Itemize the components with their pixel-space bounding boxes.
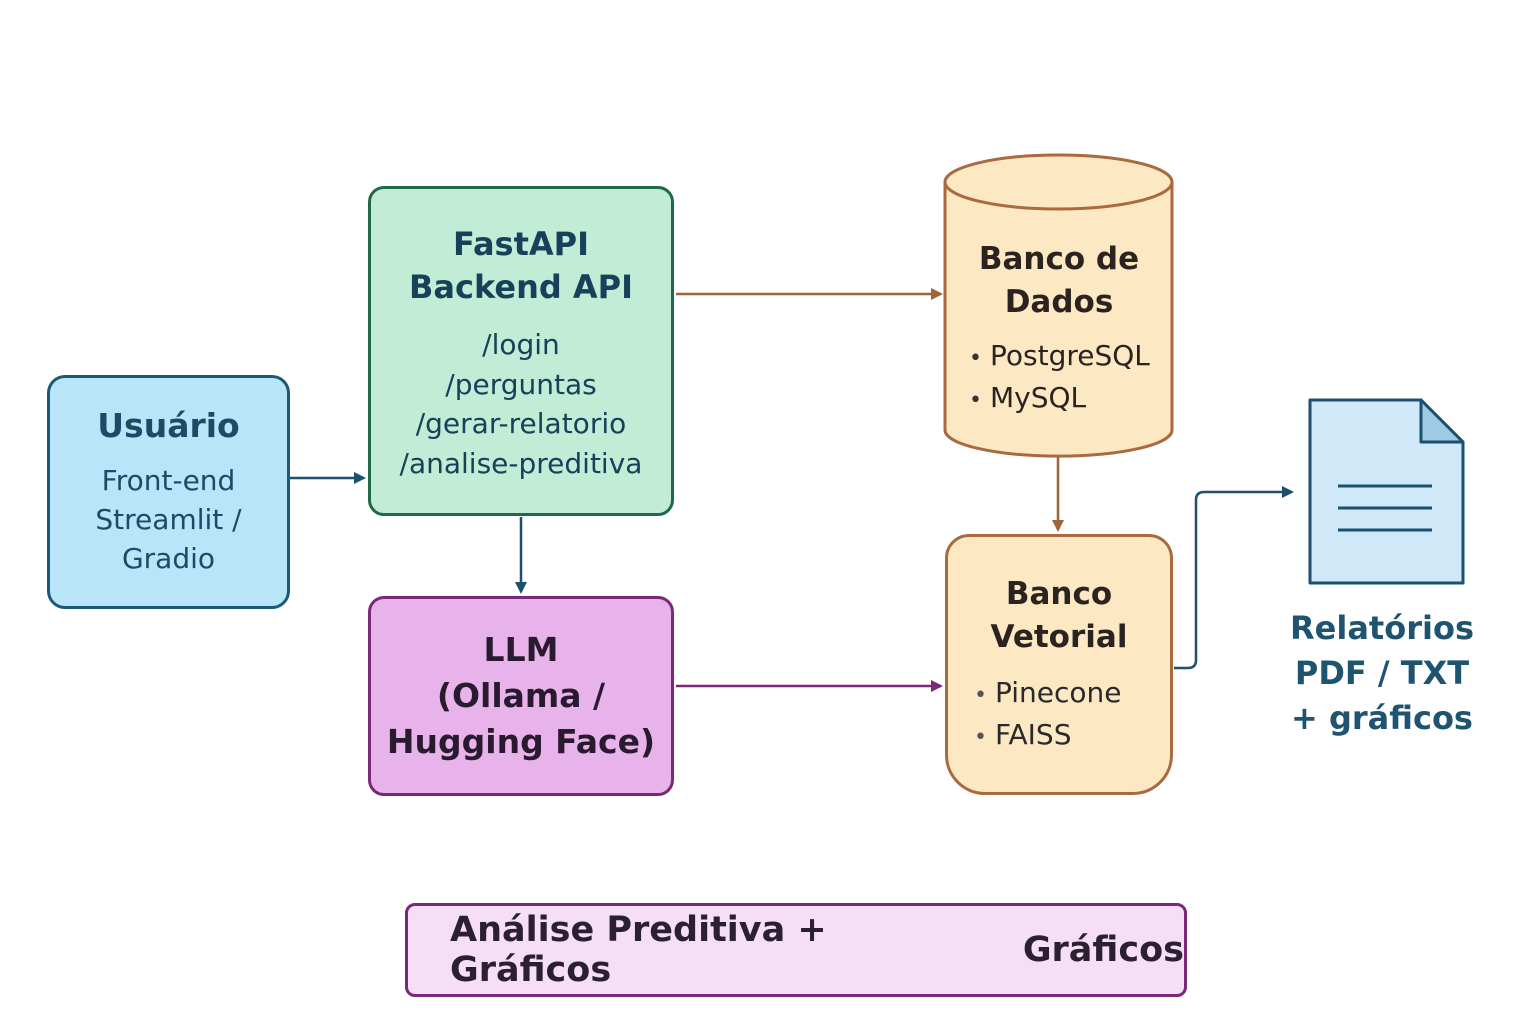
banco-dados-node: Banco de Dados •PostgreSQL •MySQL <box>945 238 1173 420</box>
database-cylinder <box>943 153 1174 458</box>
list-item: •Pinecone <box>974 676 1122 709</box>
fastapi-routes: /login /perguntas /gerar-relatorio /anal… <box>400 325 643 483</box>
banco-dados-title-line: Banco de <box>978 241 1140 277</box>
vec-item-pinecone: Pinecone <box>994 676 1122 709</box>
usuario-line: Gradio <box>121 542 216 575</box>
route-login: /login <box>482 328 560 361</box>
list-item: •PostgreSQL <box>969 339 1150 372</box>
llm-line: Hugging Face) <box>386 722 656 761</box>
banner-left-text: Análise Preditiva + Gráficos <box>450 910 827 990</box>
banner-right-text: Gráficos <box>1022 930 1184 970</box>
fastapi-node: FastAPI Backend API /login /perguntas /g… <box>368 186 674 516</box>
db-item-postgresql: PostgreSQL <box>989 339 1150 372</box>
analise-preditiva-banner: Análise Preditiva + Gráficos Gráficos <box>405 903 1187 997</box>
vec-item-faiss: FAISS <box>994 718 1072 751</box>
banco-dados-title-line: Dados <box>1004 284 1114 320</box>
relatorios-line: Relatórios <box>1290 609 1474 647</box>
relatorios-line: + gráficos <box>1291 699 1473 737</box>
route-analise-preditiva: /analise-preditiva <box>399 446 643 480</box>
route-gerar-relatorio: /gerar-relatorio <box>415 407 627 440</box>
usuario-node: Usuário Front-end Streamlit / Gradio <box>47 375 290 609</box>
llm-title: LLM <box>483 630 559 669</box>
usuario-title: Usuário <box>97 406 240 445</box>
relatorios-label: Relatórios PDF / TXT + gráficos <box>1286 606 1478 741</box>
llm-node: LLM (Ollama / Hugging Face) <box>368 596 674 796</box>
document-icon <box>1308 398 1465 585</box>
banco-vetorial-list: •Pinecone •FAISS <box>948 673 1122 757</box>
banco-dados-title: Banco de Dados <box>945 238 1173 324</box>
banco-vetorial-node: Banco Vetorial •Pinecone •FAISS <box>945 534 1173 795</box>
usuario-line: Front-end <box>101 464 236 497</box>
banco-dados-list: •PostgreSQL •MySQL <box>945 336 1173 420</box>
banco-vetorial-title-line: Banco <box>1005 576 1113 612</box>
llm-line: (Ollama / <box>436 676 606 715</box>
arrow-vetorial-to-relatorios <box>1174 486 1294 670</box>
list-item: •FAISS <box>974 718 1072 751</box>
banco-vetorial-title: Banco Vetorial <box>991 573 1128 659</box>
list-item: •MySQL <box>969 381 1087 414</box>
fastapi-title-line: Backend API <box>408 268 634 306</box>
usuario-line: Streamlit / <box>95 503 242 536</box>
relatorios-line: PDF / TXT <box>1294 654 1470 692</box>
banco-vetorial-title-line: Vetorial <box>990 619 1128 655</box>
fastapi-title: FastAPI Backend API <box>409 223 633 309</box>
db-item-mysql: MySQL <box>989 381 1087 414</box>
fastapi-title-line: FastAPI <box>452 225 590 263</box>
route-perguntas: /perguntas <box>445 367 597 401</box>
